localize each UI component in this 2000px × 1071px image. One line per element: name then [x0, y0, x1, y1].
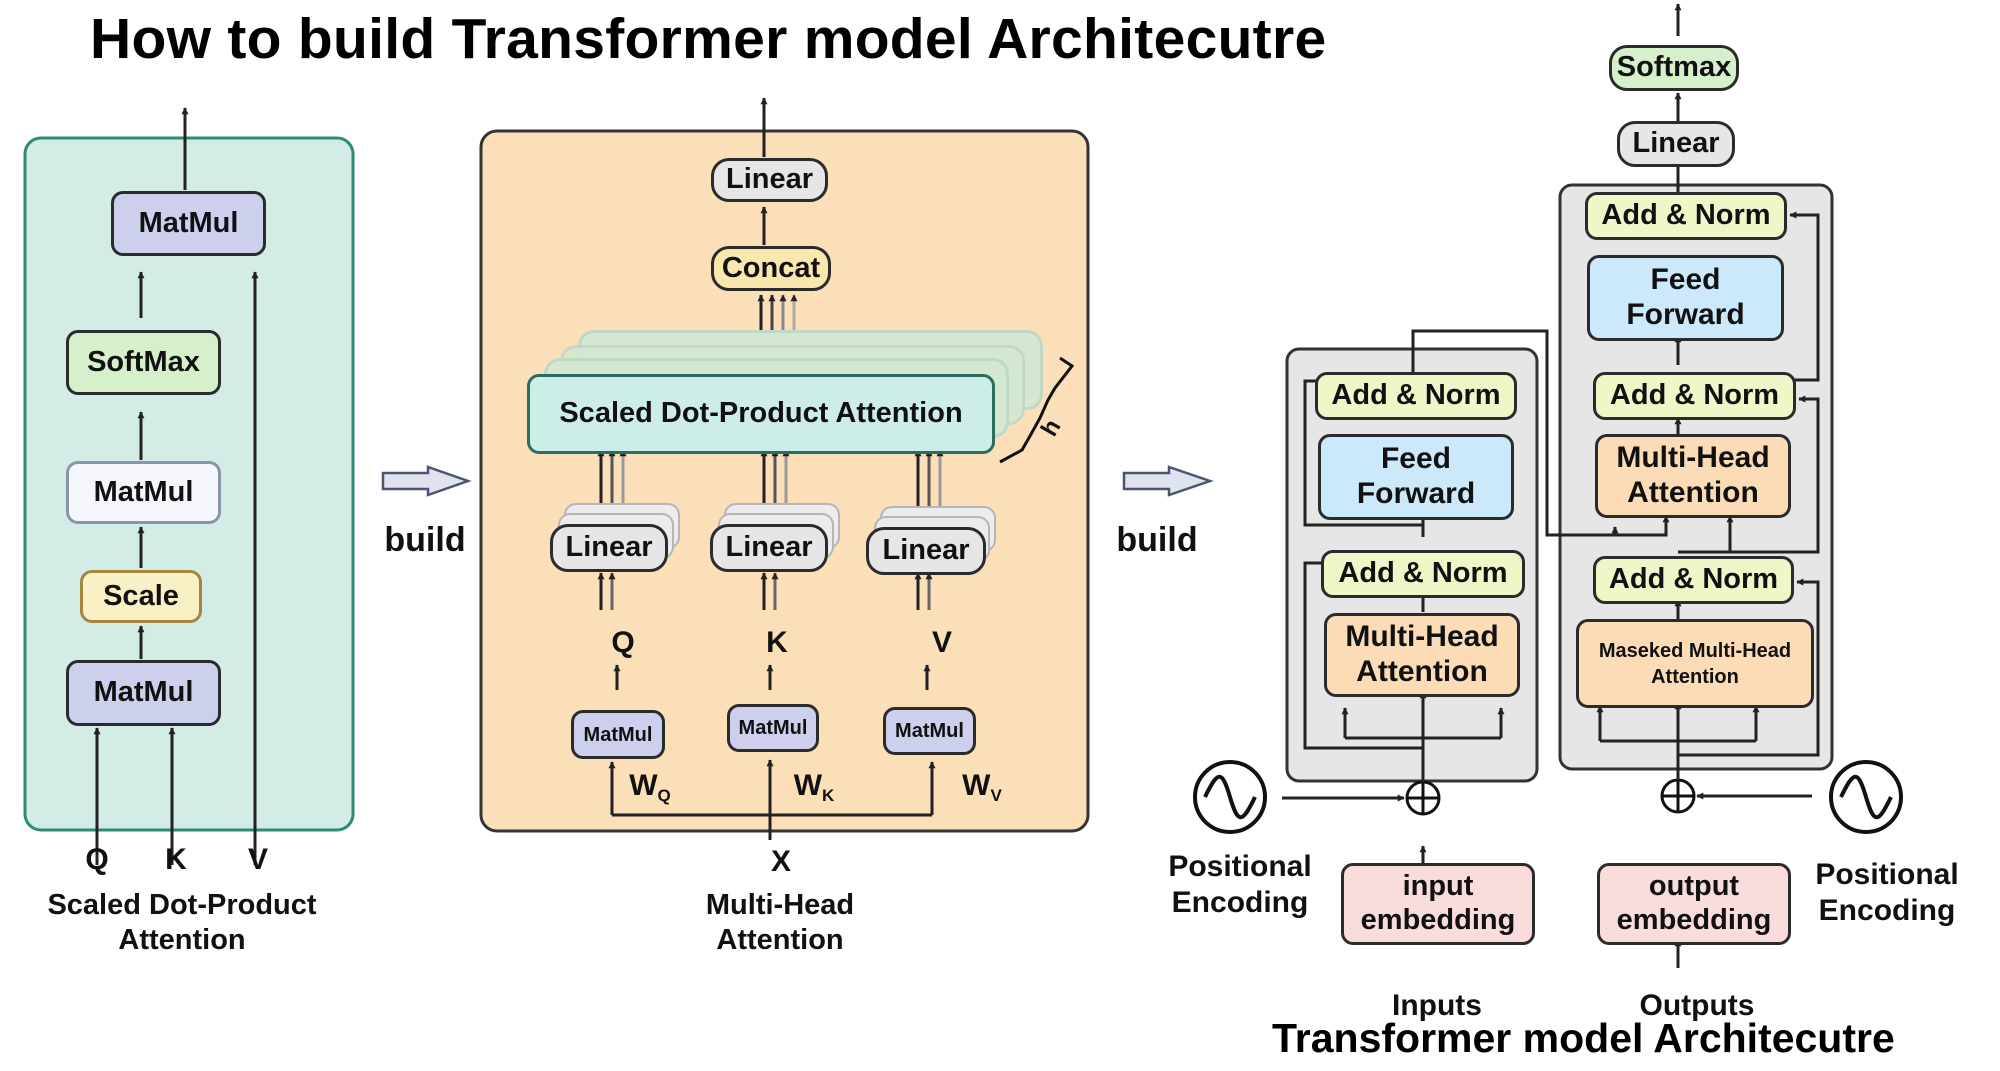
mha-concat: Concat — [711, 246, 831, 291]
inputs-label: Inputs — [1392, 989, 1482, 1022]
positional-encoding-label-right: Positional Encoding — [1815, 858, 1959, 927]
sdpa-input-q: Q — [85, 843, 109, 876]
sdpa-softmax: SoftMax — [66, 330, 221, 395]
decoder-multi-head-attention: Multi-Head Attention — [1595, 434, 1791, 518]
transformer-caption: Transformer model Architecutre — [1272, 1015, 1895, 1061]
mha-linear-q: Linear — [550, 524, 668, 572]
mha-input-x: X — [770, 845, 792, 878]
encoder-feed-forward: Feed Forward — [1318, 434, 1514, 520]
positional-encoding-label-left: Positional Encoding — [1168, 850, 1312, 919]
page-title: How to build Transformer model Architecu… — [90, 7, 1327, 71]
mha-linear-k: Linear — [710, 524, 828, 572]
decoder-add-norm-top: Add & Norm — [1585, 192, 1787, 240]
weight-v: WV — [962, 769, 1002, 805]
decoder-masked-multi-head-attention: Maseked Multi-Head Attention — [1576, 619, 1814, 708]
output-embedding: output embedding — [1597, 863, 1791, 945]
encoder-multi-head-attention: Multi-Head Attention — [1324, 613, 1520, 697]
sdpa-matmul-mid: MatMul — [66, 461, 221, 524]
decoder-softmax: Softmax — [1609, 45, 1739, 91]
input-embedding: input embedding — [1341, 863, 1535, 945]
mha-matmul-q: MatMul — [571, 710, 665, 759]
encoder-add-norm-bottom: Add & Norm — [1321, 550, 1525, 598]
positional-encoding-icon-right — [1829, 760, 1903, 834]
mha-caption: Multi-Head Attention — [705, 889, 855, 956]
decoder-feed-forward: Feed Forward — [1587, 255, 1784, 341]
sdpa-input-v: V — [247, 843, 269, 876]
decoder-linear: Linear — [1617, 121, 1735, 167]
mha-matmul-v: MatMul — [883, 707, 976, 755]
heads-brace — [999, 356, 1075, 464]
sdpa-matmul-top: MatMul — [111, 191, 266, 256]
decoder-sum-node — [1660, 778, 1696, 814]
sdpa-input-k: K — [165, 843, 187, 876]
mha-k-label: K — [766, 626, 788, 659]
mha-scaled-dot-product-attention: Scaled Dot-Product Attention — [527, 374, 995, 454]
weight-q: WQ — [629, 769, 671, 805]
mha-matmul-k: MatMul — [727, 704, 819, 752]
build-label-1: build — [384, 521, 466, 559]
sdpa-matmul-bottom: MatMul — [66, 660, 221, 726]
mha-linear-top: Linear — [711, 158, 828, 202]
sdpa-caption: Scaled Dot-Product Attention — [47, 889, 317, 956]
weight-k: WK — [793, 769, 835, 805]
encoder-sum-node — [1405, 780, 1441, 816]
encoder-add-norm-top: Add & Norm — [1315, 372, 1517, 420]
mha-linear-v: Linear — [866, 527, 986, 575]
build-arrow-2 — [1122, 465, 1214, 497]
decoder-add-norm-bottom: Add & Norm — [1593, 556, 1794, 604]
sdpa-scale: Scale — [80, 570, 202, 623]
positional-encoding-icon-left — [1193, 760, 1267, 834]
outputs-label: Outputs — [1639, 989, 1755, 1022]
decoder-add-norm-mid: Add & Norm — [1593, 372, 1796, 420]
build-label-2: build — [1116, 521, 1198, 559]
mha-q-label: Q — [611, 626, 635, 659]
build-arrow-1 — [381, 465, 472, 497]
mha-v-label: V — [931, 626, 953, 659]
